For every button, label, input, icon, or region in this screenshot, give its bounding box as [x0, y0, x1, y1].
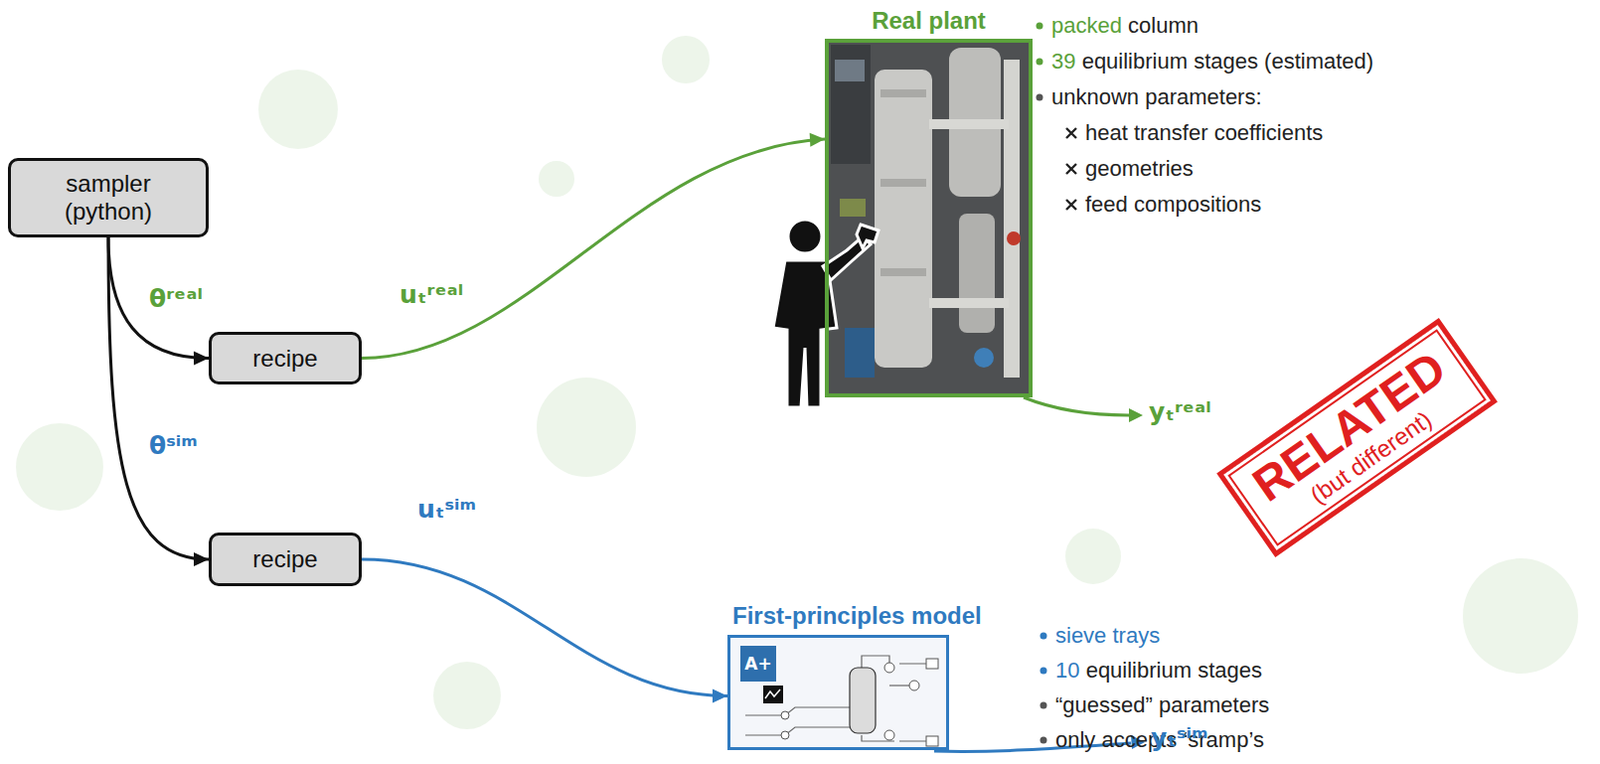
arrow-head [193, 552, 209, 567]
node-heading: Real plant [871, 6, 986, 35]
bullet-text: heat transfer coefficients [1085, 120, 1323, 146]
bullet-text: 39 [1051, 48, 1076, 74]
connector [108, 237, 209, 560]
plant-photo [824, 38, 1033, 398]
bullet-text: 10 [1055, 657, 1080, 683]
node-text: recipe [252, 344, 318, 373]
arrow-head [712, 688, 728, 703]
bullet-text: geometries [1085, 156, 1194, 181]
bullet-text: packed [1051, 12, 1122, 38]
bullet-text: unknown parameters: [1051, 84, 1263, 110]
bullet-text: sieve trays [1055, 623, 1160, 648]
sampler-box: sampler (python) [7, 158, 209, 238]
stamp: RELATED(but different) [1216, 317, 1498, 557]
edge-label: θˢⁱᵐ [149, 431, 198, 461]
bullet-line: unknown parameters: [1051, 84, 1269, 111]
output-symbol: yₜʳᵉᵃˡ [1148, 397, 1212, 427]
output-symbol: yₜˢⁱᵐ [1150, 723, 1209, 753]
bullet-text: equilibrium stages (estimated) [1082, 48, 1374, 74]
arrow-head [193, 351, 209, 366]
plant-bullets [1036, 22, 1078, 211]
model-bullets [1040, 633, 1048, 745]
recipe-box: recipe [208, 532, 362, 587]
node-heading: First-principles model [732, 602, 982, 631]
network-decoration [15, 35, 1579, 730]
connector [108, 237, 209, 359]
bullet-line: 10equilibrium stages [1055, 657, 1269, 684]
bullet-text: “guessed” parameters [1055, 692, 1270, 718]
bullet-line: “guessed” parameters [1055, 692, 1276, 719]
flowsheet-screenshot [730, 638, 947, 748]
bullet-text: feed compositions [1085, 191, 1262, 217]
bullet-line: geometries [1085, 156, 1200, 182]
bullet-line: heat transfer coefficients [1085, 120, 1329, 147]
model-box: First-principles model [727, 635, 950, 751]
edge-label: uₜʳᵉᵃˡ [399, 280, 464, 310]
edge-label: uₜˢⁱᵐ [417, 494, 477, 524]
bullet-line: sieve trays [1055, 623, 1166, 649]
edge-label: θʳᵉᵃˡ [149, 284, 203, 314]
bullet-text: column [1127, 12, 1199, 38]
connector [361, 559, 728, 696]
node-text: sampler (python) [33, 169, 183, 225]
software-logo: A+ [740, 645, 777, 682]
connector [361, 139, 825, 358]
node-text: recipe [252, 545, 318, 574]
real-plant-box: Real plant [824, 38, 1033, 398]
bullet-line: packedcolumn [1051, 12, 1205, 39]
bullet-line: feed compositions [1085, 191, 1268, 218]
bullet-line: 39equilibrium stages (estimated) [1051, 48, 1380, 75]
arrow-head [809, 133, 825, 148]
recipe-box: recipe [208, 331, 362, 385]
bullet-text: equilibrium stages [1086, 657, 1263, 683]
